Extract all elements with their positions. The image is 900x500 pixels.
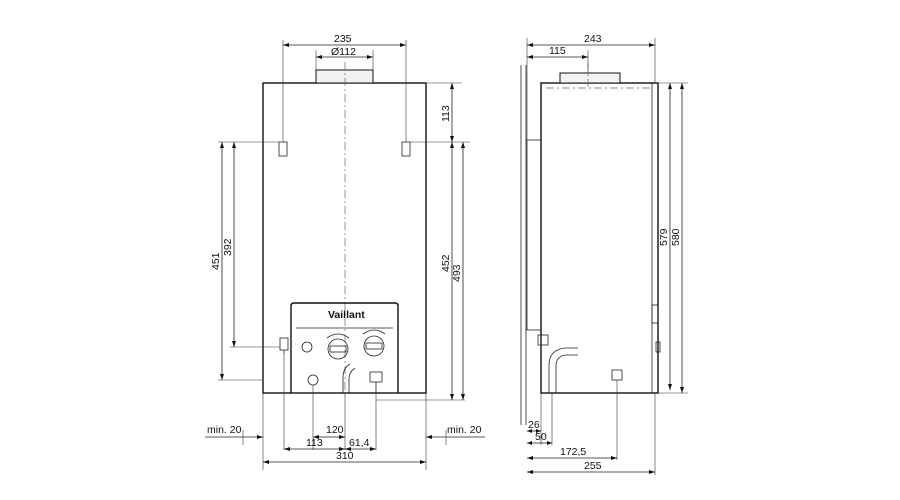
dim-label-clearance-left: min. 20 [207, 424, 242, 436]
side-outlet-fitting [611, 369, 623, 381]
side-control-knob [651, 304, 659, 324]
side-gas-connection [537, 334, 549, 346]
power-knob-arc [326, 333, 350, 339]
dim-label-clearance-right: min. 20 [447, 424, 482, 436]
dim-label-452: 452 [440, 254, 452, 272]
dim-label-113: 113 [440, 105, 452, 122]
dim-label-451: 451 [210, 252, 222, 270]
temperature-knob [363, 335, 385, 357]
dim-label-61-4: 61,4 [349, 437, 370, 449]
front-view: Vaillant 235 Ø11 [205, 33, 485, 470]
temperature-knob-grip [365, 342, 383, 350]
front-bracket-left [278, 141, 288, 157]
dim-label-172-5: 172,5 [560, 446, 586, 458]
dim-label-50: 50 [535, 431, 547, 443]
dim-label-392: 392 [222, 238, 234, 256]
temperature-knob-arc [362, 329, 386, 335]
hot-water-pipe [342, 363, 356, 393]
brand-logo: Vaillant [328, 309, 365, 321]
control-panel [290, 302, 399, 393]
gas-connection-left [279, 337, 289, 351]
water-inlet-fitting [307, 374, 319, 386]
dim-label-26: 26 [528, 419, 540, 431]
back-plate [526, 139, 542, 331]
front-bracket-right [401, 141, 411, 157]
dim-label-115: 115 [549, 45, 566, 57]
dim-label-120: 120 [326, 424, 344, 436]
side-control-knob-2 [655, 341, 661, 353]
dim-label-flue: Ø112 [331, 46, 356, 58]
power-knob-grip [329, 345, 347, 353]
dim-label-113-bottom: 113 [306, 437, 323, 449]
side-flue-collar [559, 72, 621, 84]
side-body-outline [540, 82, 659, 394]
dim-label-579: 579 [658, 228, 670, 246]
dim-label-310: 310 [336, 450, 354, 462]
side-pipe [548, 347, 578, 393]
front-body-outline [262, 82, 427, 394]
dim-label-255: 255 [584, 460, 602, 472]
dim-label-243: 243 [584, 33, 602, 45]
power-knob [327, 338, 349, 360]
outlet-fitting [369, 371, 383, 383]
indicator-lamp [301, 341, 313, 353]
dim-label-493: 493 [451, 264, 463, 282]
side-view: 243 115 579 580 26 50 172,5 255 [520, 33, 688, 475]
dim-label-580: 580 [670, 228, 682, 246]
front-flue-collar [315, 69, 374, 84]
dim-label-235: 235 [334, 33, 352, 45]
